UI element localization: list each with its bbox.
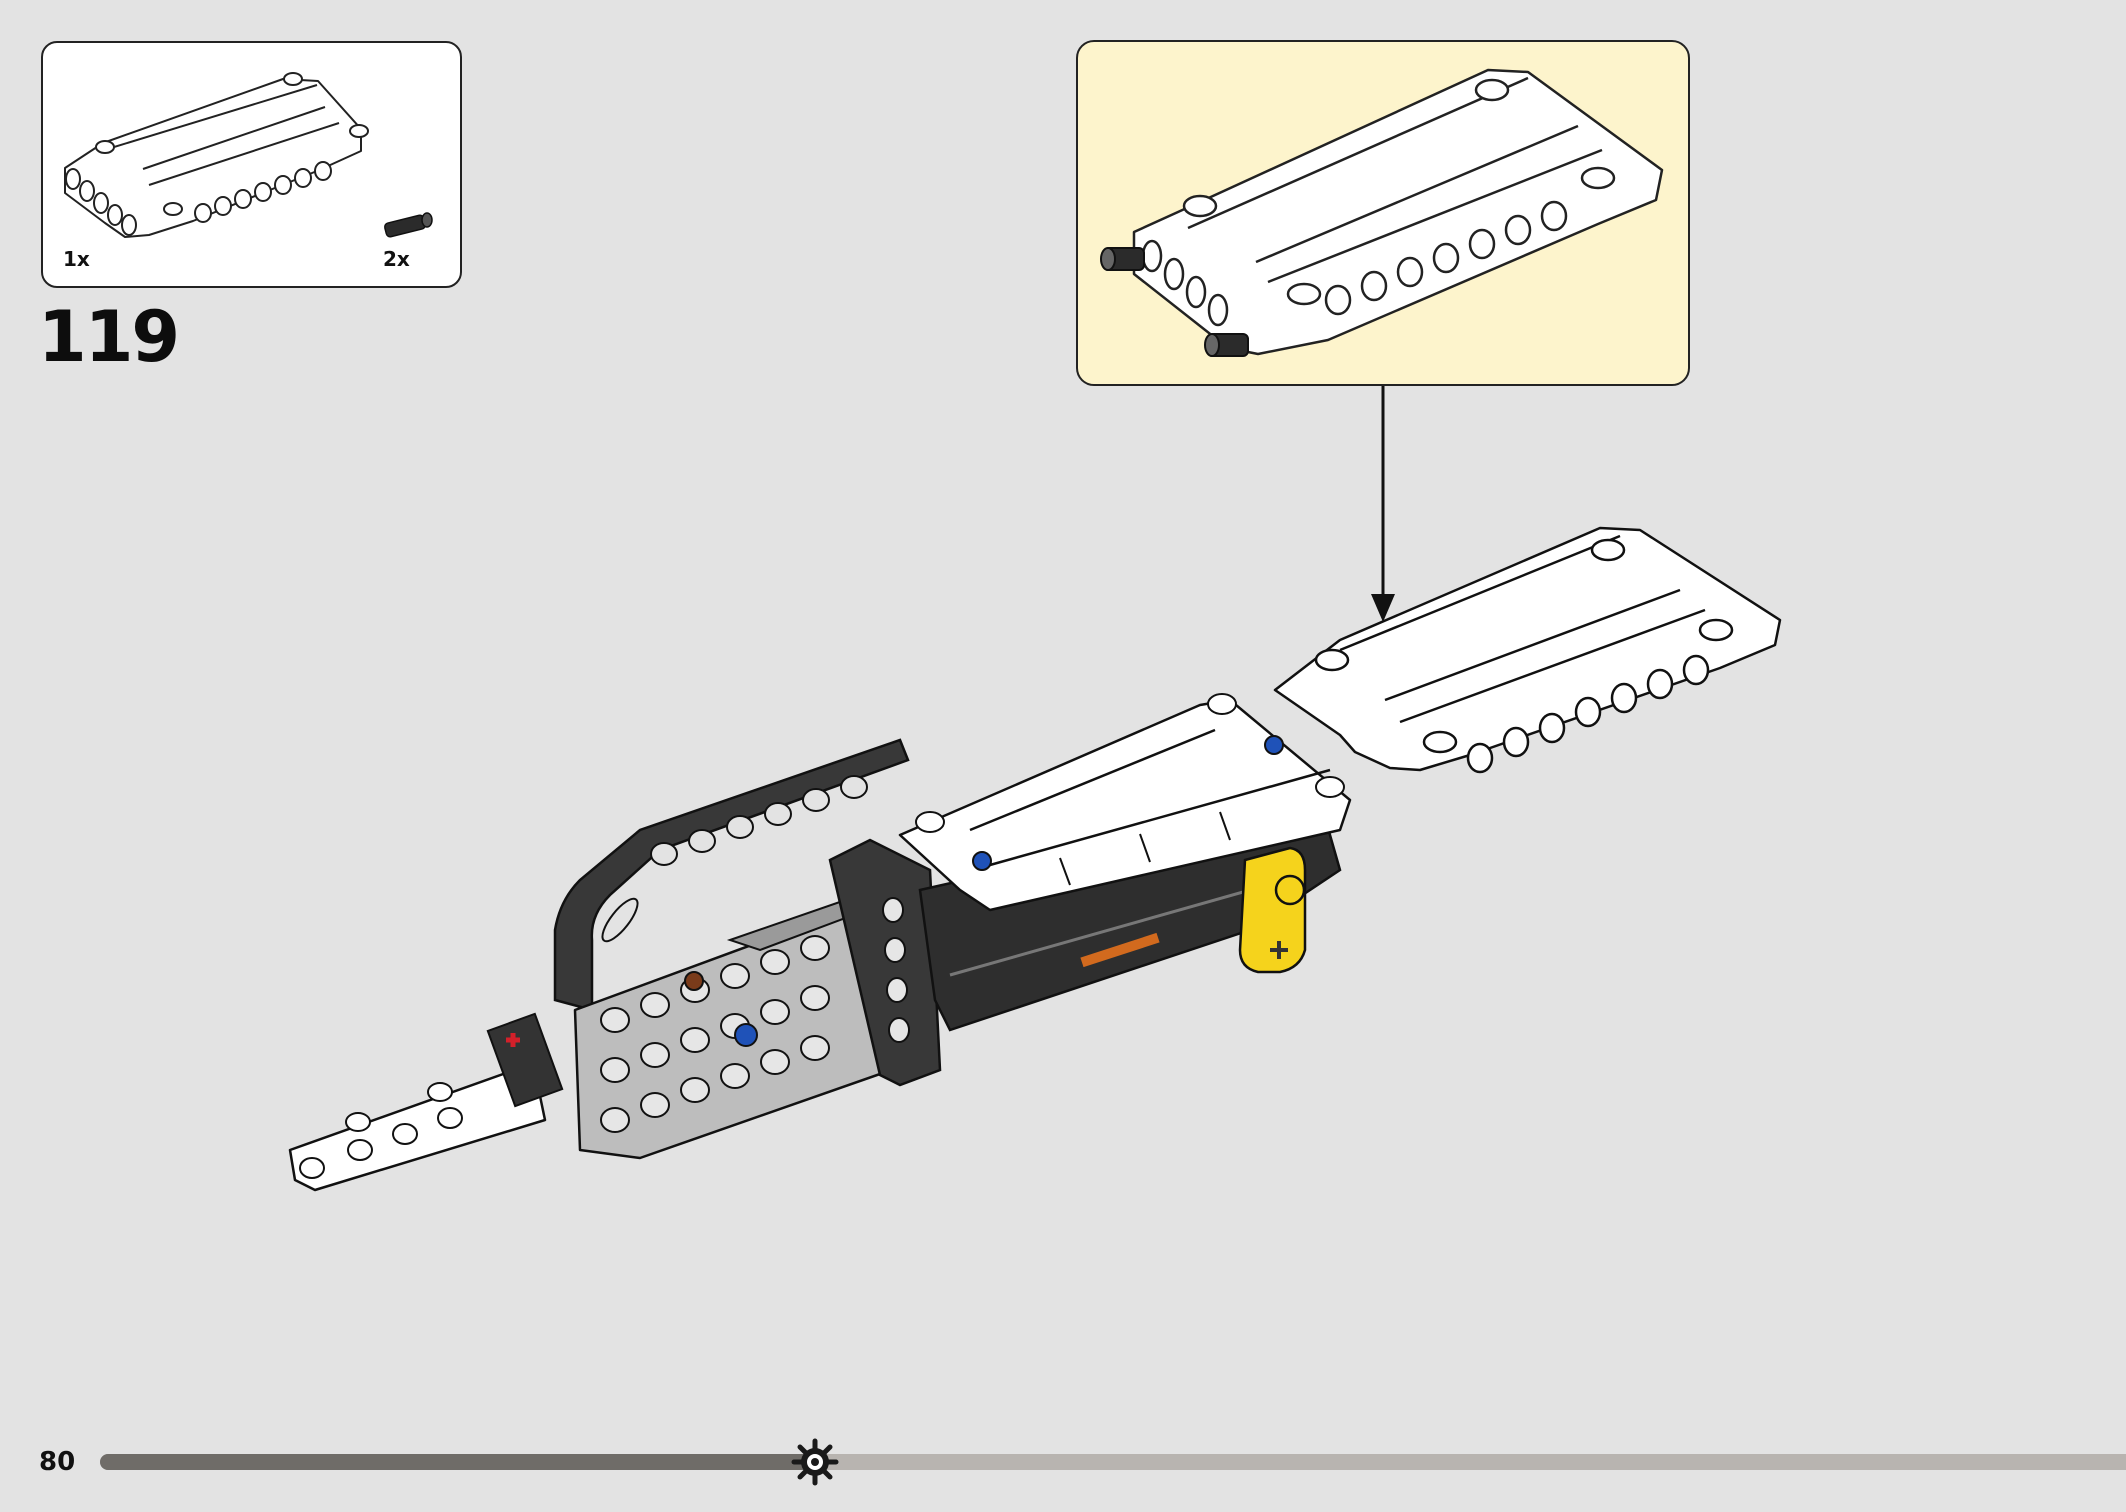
blue-pin [734, 1023, 758, 1047]
pin-quantity: 2x [383, 247, 410, 271]
placement-arrow [1371, 386, 1395, 622]
step-number: 119 [38, 296, 180, 378]
callout-pin-bottom [1204, 333, 1249, 357]
page-number: 80 [39, 1447, 76, 1477]
callout-pin-top [1100, 247, 1145, 271]
panel-quantity: 1x [63, 247, 90, 271]
black-pin-part [383, 212, 433, 238]
parts-list-box: 1x 2x [41, 41, 462, 288]
brown-pin [684, 971, 704, 991]
progress-bar [100, 1454, 2126, 1470]
black-vertical-beam [828, 838, 942, 1087]
progress-gear-icon [791, 1438, 839, 1486]
progress-bar-fill [100, 1454, 816, 1470]
white-panel-part [64, 72, 369, 238]
subassembly-callout [1076, 40, 1690, 386]
yellow-beam [1238, 846, 1307, 974]
blue-pin-middle-right [1264, 735, 1284, 755]
black-curved-beam [553, 738, 910, 1012]
blue-pin-middle-left [972, 851, 992, 871]
main-model-illustration [288, 386, 1782, 1192]
callout-panel-illustration [1100, 68, 1664, 357]
orange-accent [1080, 932, 1160, 968]
grey-frame [573, 893, 922, 1160]
parts-illustration [64, 72, 433, 238]
white-arm-beam [288, 1012, 564, 1192]
red-axle-mark [506, 1033, 520, 1047]
white-middle-panel [898, 693, 1352, 912]
white-panel-placed[interactable] [1273, 526, 1782, 774]
